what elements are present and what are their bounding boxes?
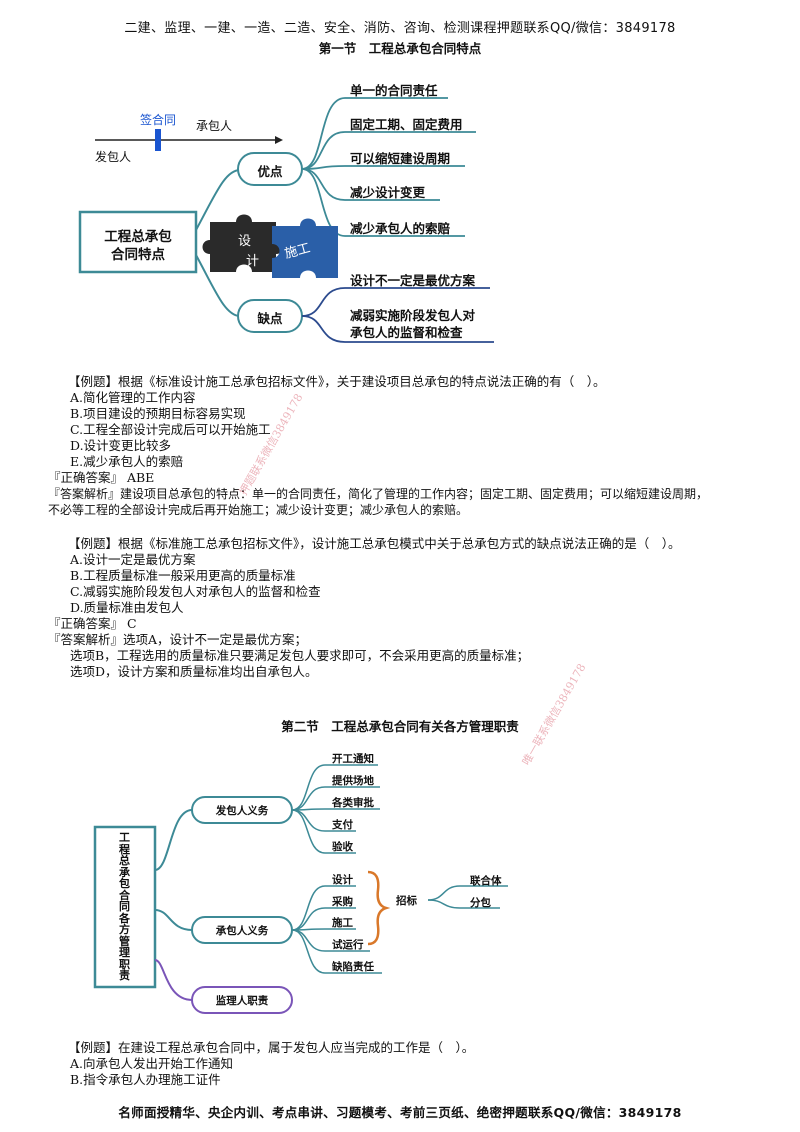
employer-item: 支付 [332,819,353,831]
puzzle-left-char2: 计 [246,254,260,269]
q1-answer: 『正确答案』 ABE [48,470,155,485]
root-title: 工程总承包合同各方管理职责 [119,831,130,982]
bidding-label: 招标 [396,895,417,907]
contractor-label: 承包人 [196,119,233,133]
q2-option: B.工程质量标准一般采用更高的质量标准 [70,568,296,583]
q3-stem: 【例题】在建设工程总承包合同中，属于发包人应当完成的工作是（ ）。 [68,1040,475,1055]
cons-item: 减弱实施阶段发包人对 [350,308,476,323]
q2-answer: 『正确答案』 C [48,616,137,631]
contractor-item: 设计 [332,874,353,886]
employer-item: 开工通知 [332,753,374,765]
employer-item: 验收 [332,841,353,853]
contractor-item: 试运行 [332,939,364,951]
contractor-item: 采购 [332,896,353,908]
page-header: 二建、监理、一建、一造、二造、安全、消防、咨询、检测课程押题联系QQ/微信：38… [124,21,676,36]
q2-stem: 【例题】根据《标准施工总承包招标文件》，设计施工总承包模式中关于总承包方式的缺点… [68,536,681,551]
puzzle-right [272,218,338,278]
bidding-item: 分包 [470,897,491,909]
pros-item: 可以缩短建设周期 [350,151,451,166]
q1-option: B.项目建设的预期目标容易实现 [70,406,246,421]
center-box [78,210,198,274]
contractor-item: 施工 [332,917,353,929]
brace [367,870,391,946]
sign-contract-label: 签合同 [140,113,177,127]
q1-option: E.减少承包人的索赔 [70,454,184,469]
q2-option: A.设计一定是最优方案 [70,552,196,567]
cons-item: 承包人的监督和检查 [350,325,463,340]
q2-option: C.减弱实施阶段发包人对承包人的监督和检查 [70,584,321,599]
q1-analysis: 不必等工程的全部设计完成后再开始施工；减少设计变更；减少承包人的索赔。 [48,503,469,517]
pros-item: 减少设计变更 [350,185,426,200]
section-title-1: 第一节 工程总承包合同特点 [318,41,482,56]
bidding-item: 联合体 [470,875,502,887]
pros-item: 单一的合同责任 [350,83,438,98]
pros-item: 固定工期、固定费用 [350,117,463,132]
employer-item: 各类审批 [332,797,374,809]
q3-option: B.指令承包人办理施工证件 [70,1072,221,1087]
cons-item: 设计不一定是最优方案 [350,273,476,288]
pros-item: 减少承包人的索赔 [350,221,451,236]
page-footer: 名师面授精华、央企内训、考点串讲、习题模考、考前三页纸、绝密押题联系QQ/微信：… [118,1105,682,1120]
q1-option: C.工程全部设计完成后可以开始施工 [70,422,271,437]
q2-analysis: 『答案解析』选项A，设计不一定是最优方案； [48,632,308,647]
center-title-line2: 合同特点 [111,247,165,263]
puzzle-left [202,214,284,272]
contract-arrow-head [275,136,283,144]
pros-label: 优点 [257,164,283,179]
employer-duty-label: 发包人义务 [215,805,269,817]
supervisor-duty-label: 监理人职责 [215,995,269,1007]
q1-analysis: 『答案解析』建设项目总承包的特点：单一的合同责任，简化了管理的工作内容；固定工期… [48,487,709,501]
q2-analysis: 选项D，设计方案和质量标准均出自承包人。 [70,664,318,679]
employer-item: 提供场地 [332,775,374,787]
q1-option: D.设计变更比较多 [70,438,172,453]
contractor-duty-label: 承包人义务 [215,925,269,937]
q1-option: A.简化管理的工作内容 [70,390,196,405]
q3-option: A.向承包人发出开始工作通知 [70,1056,234,1071]
employer-label: 发包人 [95,150,132,164]
sign-marker [155,129,161,151]
center-title-line1: 工程总承包 [104,229,172,245]
q2-option: D.质量标准由发包人 [70,600,184,615]
root-box [93,825,157,989]
section-title-2: 第二节 工程总承包合同有关各方管理职责 [281,719,519,734]
cons-label: 缺点 [257,311,283,326]
q1-stem: 【例题】根据《标准设计施工总承包招标文件》，关于建设项目总承包的特点说法正确的有… [68,374,606,389]
puzzle-left-char1: 设 [238,234,252,249]
q2-analysis: 选项B，工程选用的质量标准只要满足发包人要求即可，不会采用更高的质量标准； [70,648,530,663]
supervisor-duty-node [191,986,293,1014]
contractor-item: 缺陷责任 [332,961,374,973]
